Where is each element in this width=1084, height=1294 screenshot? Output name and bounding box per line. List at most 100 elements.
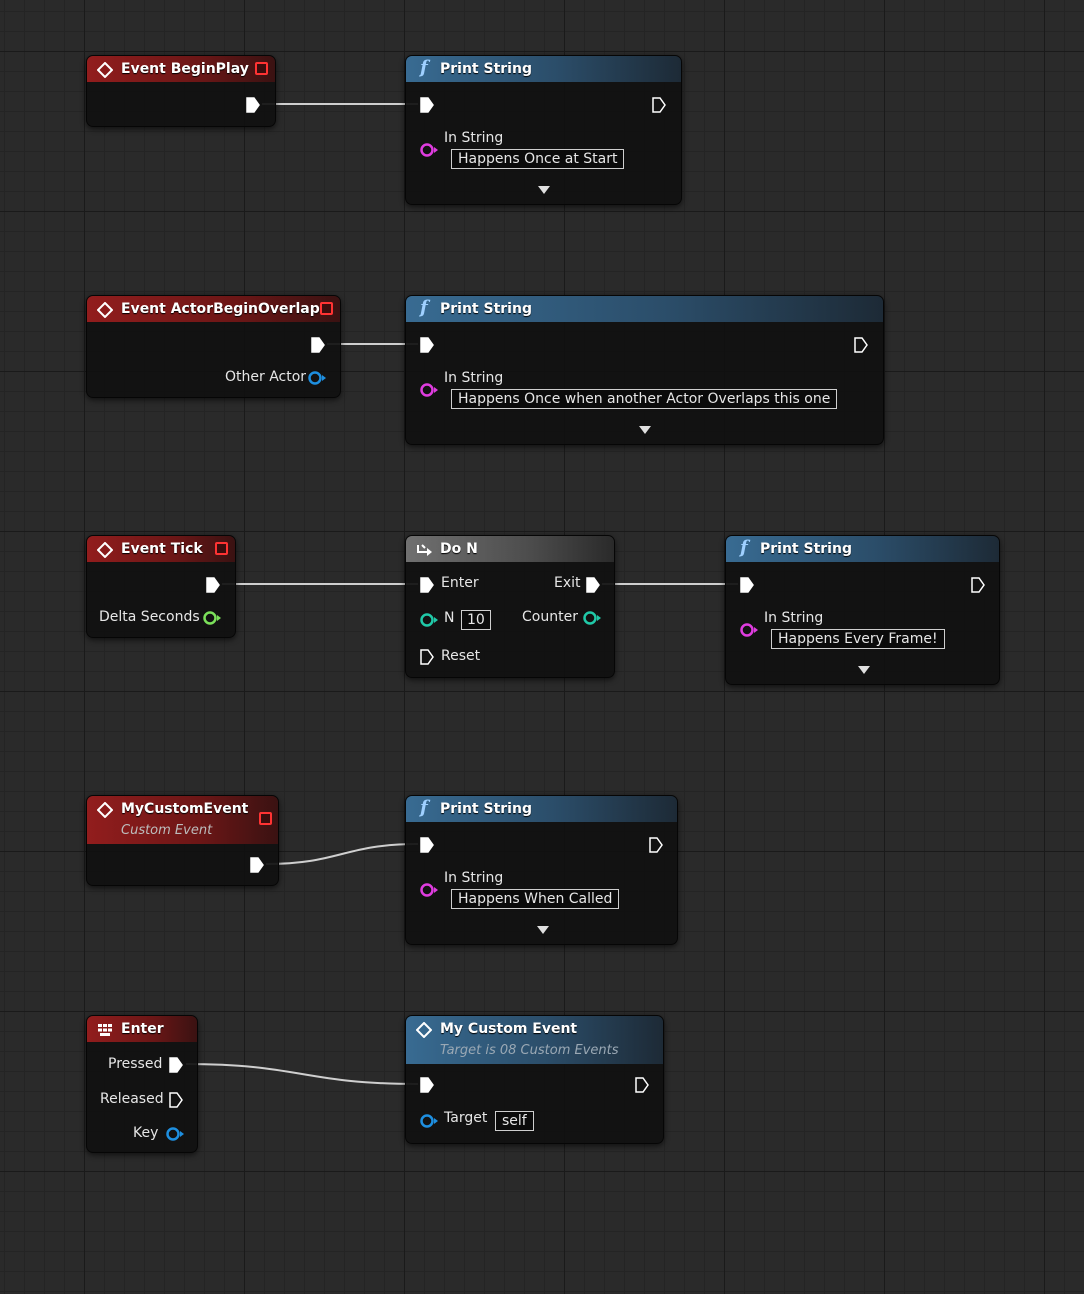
- event-diamond-icon: [416, 1022, 432, 1038]
- exit-label: Exit: [554, 575, 581, 591]
- event-diamond-icon: [97, 302, 113, 318]
- node-call-custom-event[interactable]: My Custom Event Target is 08 Custom Even…: [405, 1015, 664, 1144]
- reset-label: Reset: [441, 648, 481, 664]
- exec-out-pin[interactable]: [634, 1076, 650, 1094]
- exec-in-pin[interactable]: [739, 576, 755, 594]
- exec-in-pin[interactable]: [419, 1076, 435, 1094]
- expand-arrow-icon[interactable]: [537, 926, 549, 934]
- exec-out-pin[interactable]: [205, 576, 221, 594]
- exec-out-pin[interactable]: [651, 96, 667, 114]
- node-subtitle: Custom Event: [121, 823, 213, 838]
- node-do-n[interactable]: Do N Enter Exit N 10 Counter Reset: [405, 535, 615, 678]
- exec-wire-custom-print: [265, 843, 419, 865]
- enter-label: Enter: [441, 575, 479, 591]
- other-actor-label: Other Actor: [225, 369, 307, 385]
- object-pin-icon[interactable]: [419, 1113, 439, 1129]
- expand-arrow-icon[interactable]: [858, 666, 870, 674]
- node-header: f Print String: [406, 296, 883, 322]
- node-enter-key[interactable]: Enter Pressed Released Key: [86, 1015, 198, 1153]
- node-custom-event[interactable]: MyCustomEvent Custom Event: [86, 795, 279, 886]
- exec-in-pin[interactable]: [419, 576, 435, 594]
- node-title: Do N: [440, 541, 478, 557]
- struct-pin-icon[interactable]: [165, 1126, 185, 1142]
- delegate-pin[interactable]: [255, 62, 268, 75]
- node-event-beginplay[interactable]: Event BeginPlay: [86, 55, 276, 127]
- event-diamond-icon: [97, 62, 113, 78]
- int-pin-icon[interactable]: [582, 610, 602, 626]
- exec-out-pin[interactable]: [310, 336, 326, 354]
- in-string-label: In String: [444, 130, 504, 146]
- node-title: Event ActorBeginOverlap: [121, 301, 320, 317]
- function-icon: f: [420, 297, 428, 318]
- event-diamond-icon: [97, 542, 113, 558]
- node-title: Print String: [440, 61, 532, 77]
- n-value-input[interactable]: 10: [461, 610, 491, 630]
- expand-arrow-icon[interactable]: [639, 426, 651, 434]
- delta-seconds-label: Delta Seconds: [99, 609, 200, 625]
- node-title: My Custom Event: [440, 1021, 578, 1037]
- delegate-pin[interactable]: [259, 812, 272, 825]
- delegate-pin[interactable]: [320, 302, 333, 315]
- in-string-label: In String: [444, 870, 504, 886]
- exec-in-pin[interactable]: [419, 96, 435, 114]
- in-string-input[interactable]: Happens Every Frame!: [771, 629, 945, 649]
- event-diamond-icon: [97, 802, 113, 818]
- node-header: f Print String: [406, 56, 681, 82]
- node-title: MyCustomEvent: [121, 801, 249, 817]
- node-print-string-4[interactable]: f Print String In String Happens When Ca…: [405, 795, 678, 945]
- exec-out-pin[interactable]: [585, 576, 601, 594]
- string-pin-icon[interactable]: [419, 382, 439, 398]
- key-label: Key: [133, 1125, 159, 1141]
- in-string-input[interactable]: Happens When Called: [451, 889, 620, 909]
- node-title: Print String: [440, 801, 532, 817]
- keyboard-icon: [98, 1024, 112, 1036]
- in-string-input[interactable]: Happens Once at Start: [451, 149, 625, 169]
- node-print-string-2[interactable]: f Print String In String Happens Once wh…: [405, 295, 884, 445]
- counter-label: Counter: [522, 609, 578, 625]
- exec-in-pin[interactable]: [419, 336, 435, 354]
- n-label: N: [444, 610, 455, 626]
- exec-wire-enter-call: [185, 1063, 419, 1085]
- in-string-input[interactable]: Happens Once when another Actor Overlaps…: [451, 389, 838, 409]
- node-subtitle: Target is 08 Custom Events: [440, 1043, 619, 1058]
- exec-out-pin[interactable]: [249, 856, 265, 874]
- node-title: Event BeginPlay: [121, 61, 249, 77]
- node-header: Event ActorBeginOverlap: [87, 296, 340, 322]
- string-pin-icon[interactable]: [419, 882, 439, 898]
- string-pin-icon[interactable]: [739, 622, 759, 638]
- node-header: f Print String: [406, 796, 677, 822]
- exec-out-pin[interactable]: [245, 96, 261, 114]
- exec-out-pin[interactable]: [168, 1056, 184, 1074]
- macro-flow-icon: [417, 544, 432, 556]
- node-event-tick[interactable]: Event Tick Delta Seconds: [86, 535, 236, 638]
- node-header: Event BeginPlay: [87, 56, 275, 82]
- function-icon: f: [740, 537, 748, 558]
- object-pin-icon[interactable]: [307, 370, 327, 386]
- expand-arrow-icon[interactable]: [538, 186, 550, 194]
- function-icon: f: [420, 797, 428, 818]
- node-event-actorbeginoverlap[interactable]: Event ActorBeginOverlap Other Actor: [86, 295, 341, 398]
- released-label: Released: [100, 1091, 164, 1107]
- float-pin-icon[interactable]: [202, 610, 222, 626]
- in-string-label: In String: [444, 370, 504, 386]
- exec-in-pin[interactable]: [419, 836, 435, 854]
- in-string-label: In String: [764, 610, 824, 626]
- target-input[interactable]: self: [495, 1111, 534, 1131]
- node-title: Event Tick: [121, 541, 203, 557]
- node-title: Enter: [121, 1021, 164, 1037]
- pressed-label: Pressed: [108, 1056, 163, 1072]
- exec-out-pin[interactable]: [168, 1091, 184, 1109]
- exec-out-pin[interactable]: [970, 576, 986, 594]
- node-header: My Custom Event Target is 08 Custom Even…: [406, 1016, 663, 1064]
- int-pin-icon[interactable]: [419, 612, 439, 628]
- node-header: MyCustomEvent Custom Event: [87, 796, 278, 844]
- exec-in-pin[interactable]: [419, 648, 435, 666]
- node-print-string-3[interactable]: f Print String In String Happens Every F…: [725, 535, 1000, 685]
- delegate-pin[interactable]: [215, 542, 228, 555]
- node-header: Enter: [87, 1016, 197, 1042]
- exec-out-pin[interactable]: [648, 836, 664, 854]
- node-print-string-1[interactable]: f Print String In String Happens Once at…: [405, 55, 682, 205]
- function-icon: f: [420, 57, 428, 78]
- exec-out-pin[interactable]: [853, 336, 869, 354]
- string-pin-icon[interactable]: [419, 142, 439, 158]
